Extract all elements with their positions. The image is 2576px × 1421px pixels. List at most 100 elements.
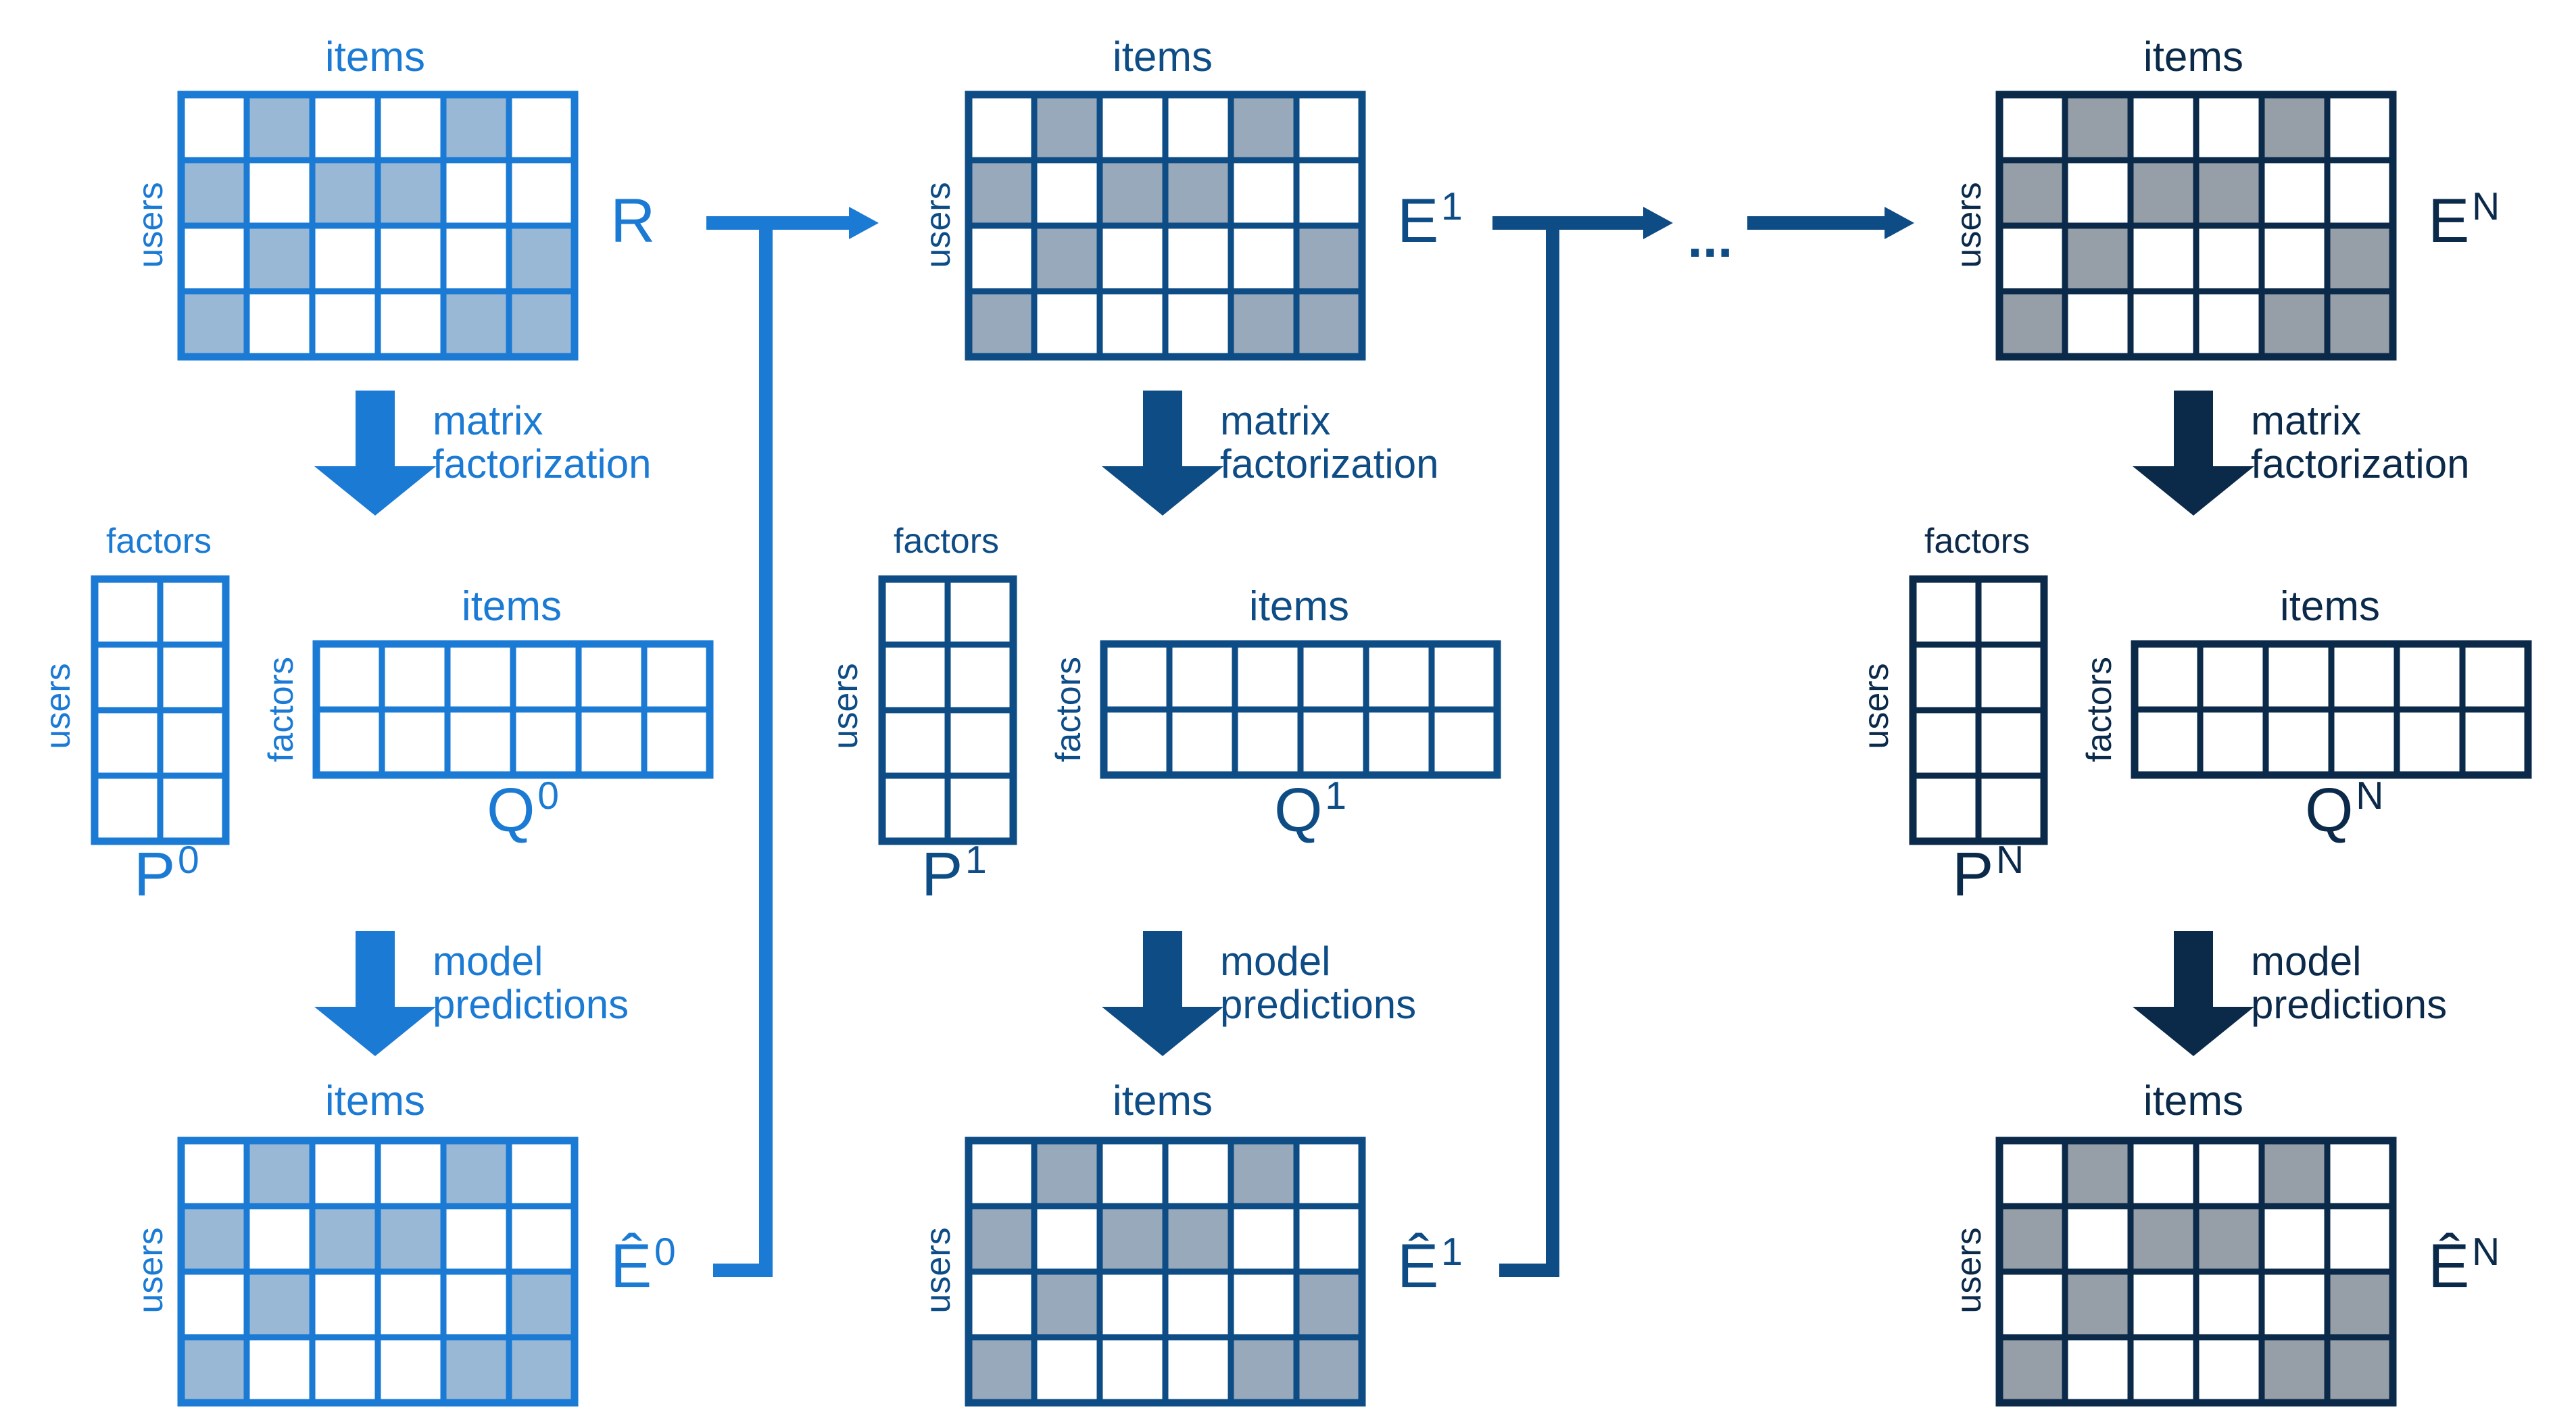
rated-cell <box>506 222 578 295</box>
rated-cell <box>178 1334 250 1406</box>
empty-cell <box>2127 1268 2200 1341</box>
empty-cell <box>1975 772 2047 845</box>
prediction-arrow <box>1102 931 1223 1056</box>
rated-cell <box>440 91 512 164</box>
rated-cell <box>1996 157 2068 229</box>
rated-cell <box>440 1137 512 1210</box>
factorization-arrow <box>1102 391 1223 516</box>
empty-cell <box>1096 288 1169 360</box>
empty-cell <box>1363 641 1435 713</box>
predicted-matrix-symbol: Ê1 <box>1397 1230 1463 1301</box>
item-factor-symbol-base: Q <box>2305 776 2354 845</box>
q-matrix-factors-label: factors <box>262 657 301 762</box>
empty-cell <box>2324 1203 2396 1275</box>
rated-cell <box>506 1334 578 1406</box>
empty-cell <box>379 706 451 778</box>
empty-cell <box>178 1137 250 1210</box>
empty-cell <box>157 772 229 845</box>
empty-cell <box>1232 641 1304 713</box>
empty-cell <box>1096 1334 1169 1406</box>
empty-cell <box>2324 1137 2396 1210</box>
input-matrix-symbol-base: E <box>1397 186 1438 255</box>
empty-cell <box>440 1268 512 1341</box>
empty-cell <box>1996 222 2068 295</box>
empty-cell <box>1166 706 1238 778</box>
user-factor-symbol: P0 <box>134 839 199 909</box>
empty-cell <box>2197 641 2269 713</box>
prediction-label-line1: model <box>1220 939 1330 984</box>
empty-cell <box>2127 288 2200 360</box>
empty-cell <box>444 706 516 778</box>
prediction-label-line2: predictions <box>433 982 629 1027</box>
empty-cell <box>944 772 1017 845</box>
empty-cell <box>2131 641 2204 713</box>
empty-cell <box>2193 1334 2265 1406</box>
input-matrix-symbol: R <box>610 186 655 255</box>
input-matrix-border <box>965 91 1366 361</box>
empty-cell <box>2258 1268 2331 1341</box>
rated-cell <box>2258 1334 2331 1406</box>
rated-cell <box>1228 91 1300 164</box>
item-factor-symbol-superscript: N <box>2356 774 2383 818</box>
predicted-matrix-symbol-base: Ê <box>610 1232 652 1301</box>
rated-cell <box>1096 157 1169 229</box>
rated-cell <box>1996 1334 2068 1406</box>
rated-cell <box>2062 1268 2134 1341</box>
p-matrix-users-label: users <box>39 663 78 749</box>
connector-stage-0-to-1 <box>706 207 879 1277</box>
empty-cell <box>2127 1334 2200 1406</box>
empty-cell <box>1363 706 1435 778</box>
empty-cell <box>2324 91 2396 164</box>
rated-cell <box>374 157 447 229</box>
empty-cell <box>1996 91 2068 164</box>
user-factor-symbol-superscript: 1 <box>965 839 987 882</box>
empty-cell <box>506 1137 578 1210</box>
empty-cell <box>2193 1137 2265 1210</box>
empty-cell <box>374 1268 447 1341</box>
item-factor-matrix <box>2131 640 2532 779</box>
empty-cell <box>1096 1268 1169 1341</box>
empty-cell <box>1297 641 1369 713</box>
rated-cell <box>965 288 1038 360</box>
predicted-matrix-items-label: items <box>2143 1078 2243 1124</box>
prediction-label-line2: predictions <box>1220 982 1416 1027</box>
empty-cell <box>1910 707 1982 779</box>
empty-cell <box>2062 1334 2134 1406</box>
empty-cell <box>91 641 164 714</box>
empty-cell <box>1100 706 1173 778</box>
input-matrix <box>1995 91 2397 361</box>
predicted-matrix <box>1995 1137 2397 1407</box>
input-matrix-users-label: users <box>919 182 958 268</box>
empty-cell <box>309 1268 381 1341</box>
rated-cell <box>2062 1137 2134 1210</box>
empty-cell <box>157 707 229 779</box>
user-factor-symbol-base: P <box>921 840 963 909</box>
factorization-label-line2: factorization <box>433 441 652 487</box>
empty-cell <box>1162 222 1234 295</box>
prediction-label-line2: predictions <box>2251 982 2447 1027</box>
empty-cell <box>2127 1137 2200 1210</box>
rated-cell <box>440 288 512 360</box>
empty-cell <box>1162 91 1234 164</box>
user-factor-symbol-superscript: N <box>1996 839 2024 882</box>
predicted-matrix-users-label: users <box>131 1227 170 1313</box>
empty-cell <box>157 641 229 714</box>
empty-cell <box>1293 1137 1365 1210</box>
empty-cell <box>2258 222 2331 295</box>
rated-cell <box>2324 288 2396 360</box>
empty-cell <box>1297 706 1369 778</box>
rated-cell <box>243 1137 316 1210</box>
empty-cell <box>374 1334 447 1406</box>
factorization-label-line1: matrix <box>2251 398 2361 443</box>
rated-cell <box>1162 157 1234 229</box>
empty-cell <box>157 576 229 648</box>
empty-cell <box>1031 157 1103 229</box>
factorization-arrow <box>2133 391 2254 516</box>
user-factor-symbol: PN <box>1952 839 2024 909</box>
empty-cell <box>944 641 1017 714</box>
empty-cell <box>1031 1334 1103 1406</box>
empty-cell <box>1096 1137 1169 1210</box>
rated-cell <box>1031 222 1103 295</box>
predicted-matrix-users-label: users <box>919 1227 958 1313</box>
empty-cell <box>2393 706 2466 778</box>
